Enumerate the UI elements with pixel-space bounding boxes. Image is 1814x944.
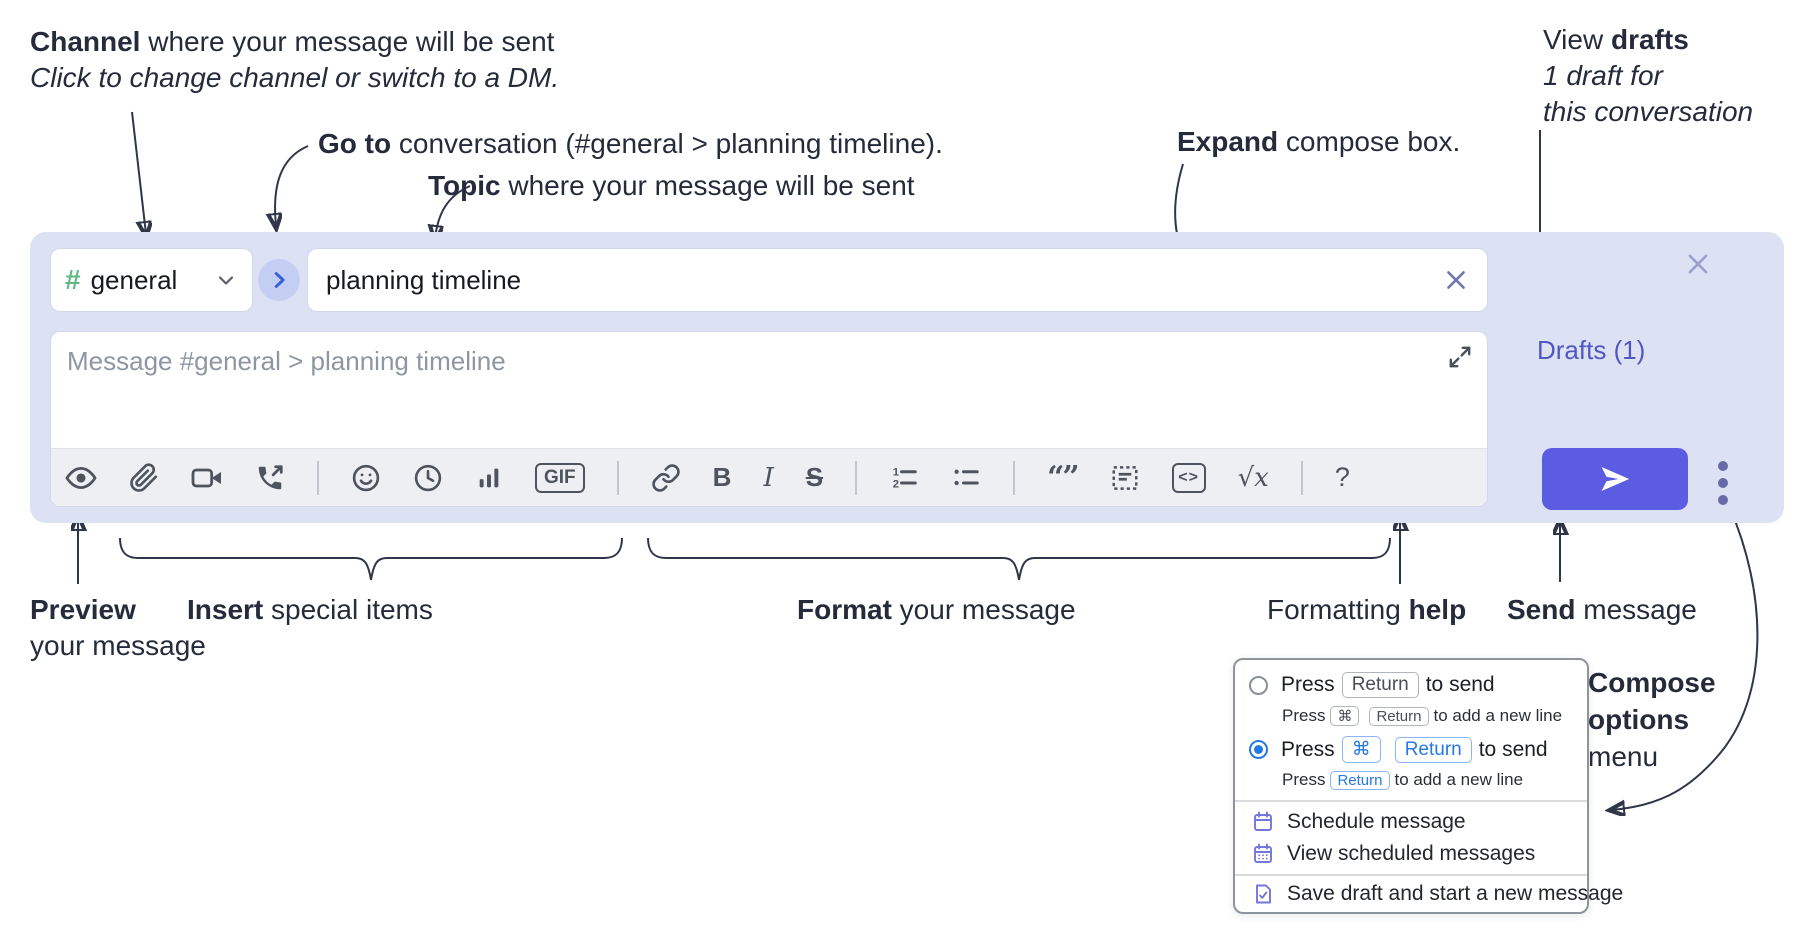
annotation-channel: Channel where your message will be sent …	[30, 24, 559, 96]
spoiler-icon[interactable]	[1110, 463, 1140, 493]
topic-value: planning timeline	[326, 264, 522, 295]
annotation-preview: Preview your message	[30, 594, 206, 661]
quote-icon[interactable]: “”	[1047, 460, 1079, 495]
return-keycap: Return	[1369, 706, 1429, 726]
topic-clear-icon[interactable]	[1443, 267, 1469, 293]
message-input[interactable]: Message #general > planning timeline	[50, 331, 1488, 507]
cmd-keycap: ⌘	[1341, 736, 1381, 763]
message-placeholder: Message #general > planning timeline	[67, 346, 506, 376]
annotation-send: Send message	[1507, 594, 1697, 625]
document-check-icon	[1256, 884, 1271, 904]
menu-item-schedule-message[interactable]: Schedule message	[1251, 810, 1466, 834]
brace-format	[647, 537, 1391, 581]
calendar-grid-icon	[1254, 843, 1272, 863]
menu-item-save-draft[interactable]: Save draft and start a new message	[1251, 882, 1623, 906]
send-button[interactable]	[1542, 448, 1688, 510]
bold-icon[interactable]: B	[712, 462, 732, 492]
radio-unselected-icon[interactable]	[1249, 675, 1268, 695]
calendar-icon	[1254, 811, 1272, 831]
connector-goto	[275, 145, 309, 226]
channel-hash-icon: #	[65, 264, 81, 295]
connector-channel	[131, 111, 146, 234]
audio-call-icon[interactable]	[255, 463, 285, 493]
option-press-return-to-send[interactable]: Press Return to send	[1249, 672, 1495, 698]
cmd-keycap: ⌘	[1330, 706, 1360, 726]
compose-options-menu-button[interactable]	[1718, 461, 1728, 505]
svg-text:1: 1	[893, 466, 899, 478]
radio-selected-icon[interactable]	[1249, 740, 1268, 759]
attach-file-icon[interactable]	[129, 462, 159, 493]
gif-icon[interactable]: GIF	[535, 462, 585, 493]
compose-options-popup: Press Return to send Press ⌘ Return to a…	[1233, 658, 1623, 914]
chevron-down-icon	[214, 268, 238, 292]
annotation-channel-sub: Click to change channel or switch to a D…	[30, 62, 560, 93]
annotation-format: Format your message	[797, 594, 1076, 625]
poll-icon[interactable]	[475, 464, 503, 492]
annotation-channel-bold: Channel	[30, 26, 141, 57]
channel-selector[interactable]: # general	[50, 248, 253, 312]
code-icon[interactable]: <>	[1171, 462, 1206, 493]
annotation-goto: Go to conversation (#general > planning …	[318, 128, 943, 159]
popup-divider	[1235, 800, 1587, 802]
brace-insert	[119, 537, 623, 581]
strikethrough-icon[interactable]: S	[805, 462, 824, 492]
link-icon[interactable]	[651, 463, 681, 493]
close-icon[interactable]	[1684, 250, 1712, 278]
math-latex-icon[interactable]: √x	[1237, 462, 1269, 493]
return-keycap: Return	[1341, 672, 1419, 698]
return-keycap: Return	[1330, 770, 1390, 790]
toolbar-divider	[1300, 460, 1303, 495]
annotation-expand: Expand compose box.	[1177, 126, 1461, 157]
bulleted-list-icon[interactable]	[951, 463, 981, 493]
channel-name: general	[90, 264, 178, 295]
toolbar-divider	[616, 460, 619, 495]
video-call-icon[interactable]	[191, 462, 223, 494]
toolbar-divider	[855, 460, 858, 495]
toolbar-divider	[1013, 460, 1016, 495]
annotation-topic: Topic where your message will be sent	[428, 170, 915, 201]
message-formatting-help-icon[interactable]: ?	[1334, 462, 1350, 492]
option-press-cmd-return-to-send[interactable]: Press ⌘ Return to send	[1249, 736, 1548, 763]
drafts-link[interactable]: Drafts (1)	[1537, 335, 1646, 365]
svg-text:2: 2	[893, 478, 899, 490]
annotation-channel-rest: where your message will be sent	[140, 26, 555, 57]
toolbar-divider	[317, 460, 319, 495]
return-keycap: Return	[1394, 736, 1472, 763]
menu-item-view-scheduled-messages[interactable]: View scheduled messages	[1251, 842, 1535, 866]
emoji-icon[interactable]	[351, 463, 381, 493]
preview-icon[interactable]	[65, 462, 97, 494]
go-to-conversation-button[interactable]	[258, 259, 300, 301]
popup-divider	[1235, 874, 1587, 876]
send-icon	[1598, 462, 1632, 496]
annotation-view-drafts: View drafts 1 draft for this conversatio…	[1543, 24, 1754, 127]
annotation-compose-options: Compose options menu	[1588, 667, 1716, 772]
topic-input[interactable]: planning timeline	[307, 248, 1488, 312]
annotation-formatting-help: Formatting help	[1267, 594, 1467, 625]
italic-icon[interactable]: I	[763, 462, 774, 493]
annotation-insert: Insert special items	[187, 594, 433, 625]
compose-box: # general planning timeline Message #gen…	[30, 232, 1784, 523]
expand-compose-icon[interactable]	[1447, 344, 1473, 370]
option-press-cmd-return-sub: Press Return to add a new line	[1282, 770, 1524, 790]
chevron-right-icon	[268, 269, 290, 291]
option-press-return-sub: Press ⌘ Return to add a new line	[1282, 706, 1563, 726]
time-icon[interactable]	[413, 463, 443, 493]
